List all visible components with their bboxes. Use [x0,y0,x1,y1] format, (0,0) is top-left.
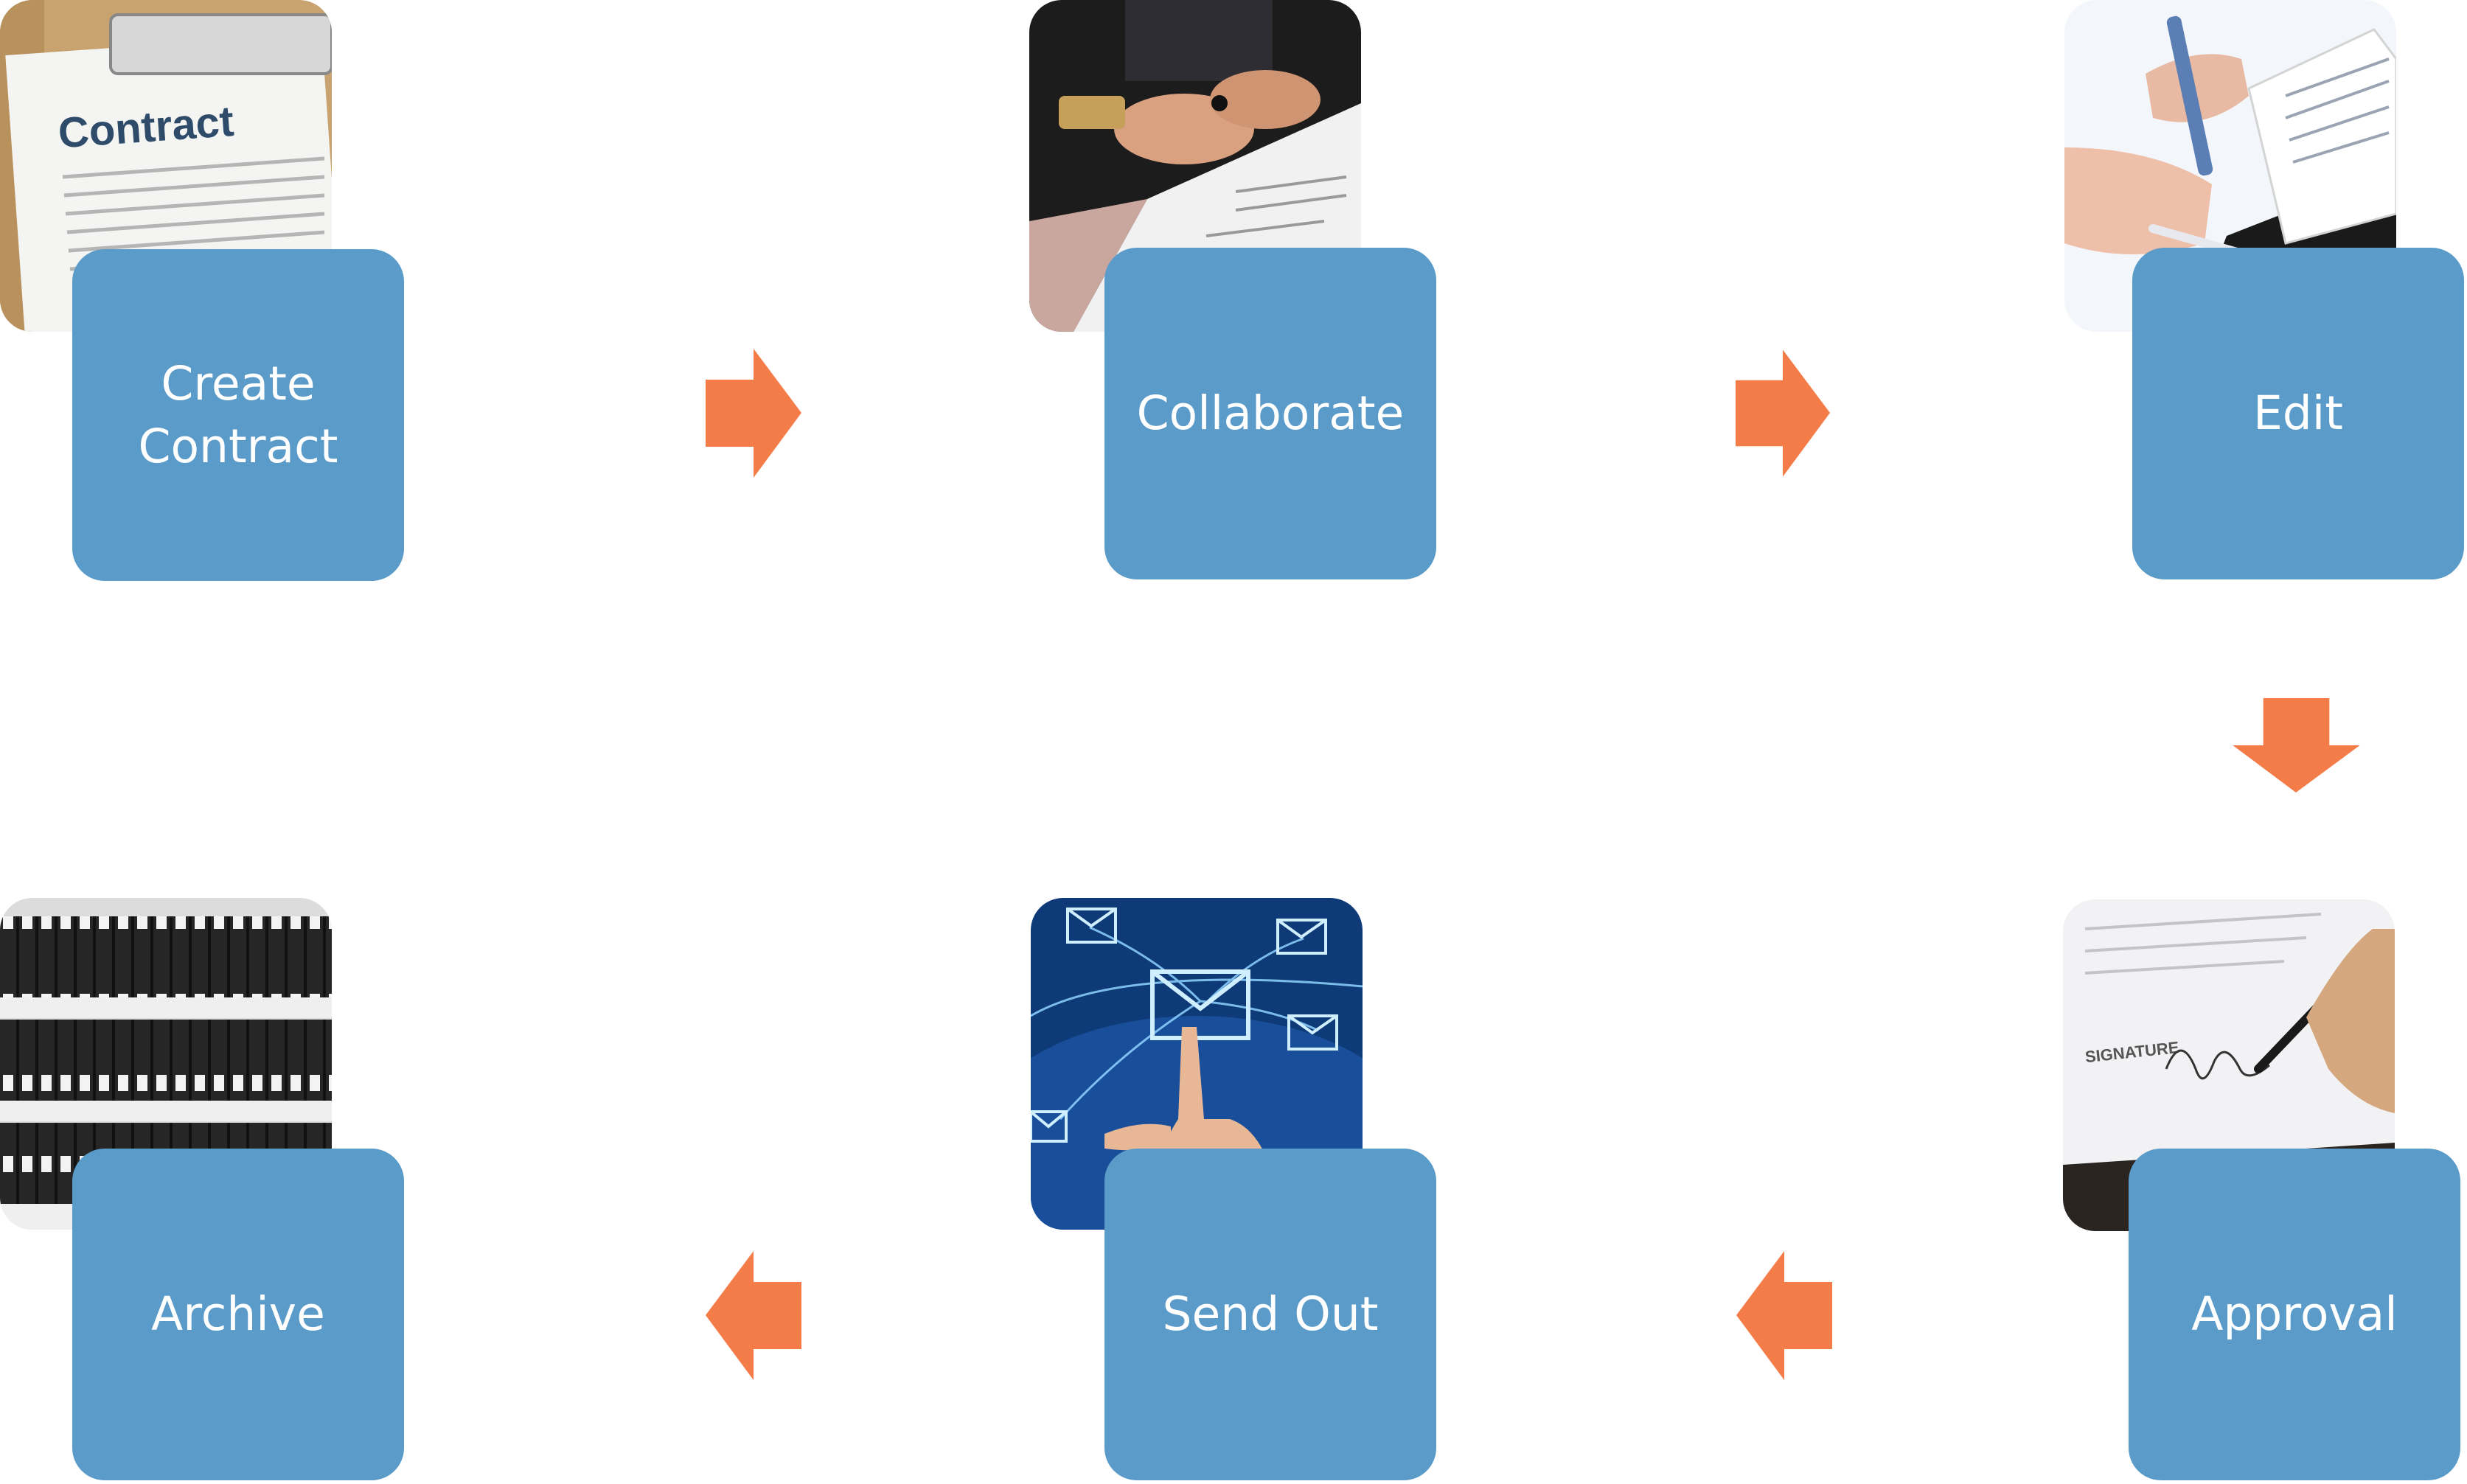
step-archive[interactable]: Archive [72,1149,404,1480]
arrow-right-icon [1736,349,1830,477]
step-label: Create Contract [138,356,338,473]
step-label: Approval [2191,1287,2398,1342]
step-label: Edit [2252,386,2343,441]
envelope-icon [1150,969,1250,1040]
step-label: Send Out [1162,1287,1379,1342]
arrow-left-icon [706,1251,801,1380]
create-contract-photo: Contract [0,0,332,332]
step-label: Archive [151,1287,325,1342]
step-approval[interactable]: Approval [2129,1149,2460,1480]
step-collaborate[interactable]: Collaborate [1104,248,1436,579]
step-edit[interactable]: Edit [2132,248,2464,579]
arrow-down-icon [2232,698,2361,792]
arrow-right-icon [706,349,801,478]
step-label: Collaborate [1136,386,1405,441]
arrow-left-icon [1736,1251,1832,1380]
step-create-contract[interactable]: Create Contract [72,249,404,581]
step-send-out[interactable]: Send Out [1104,1149,1436,1480]
